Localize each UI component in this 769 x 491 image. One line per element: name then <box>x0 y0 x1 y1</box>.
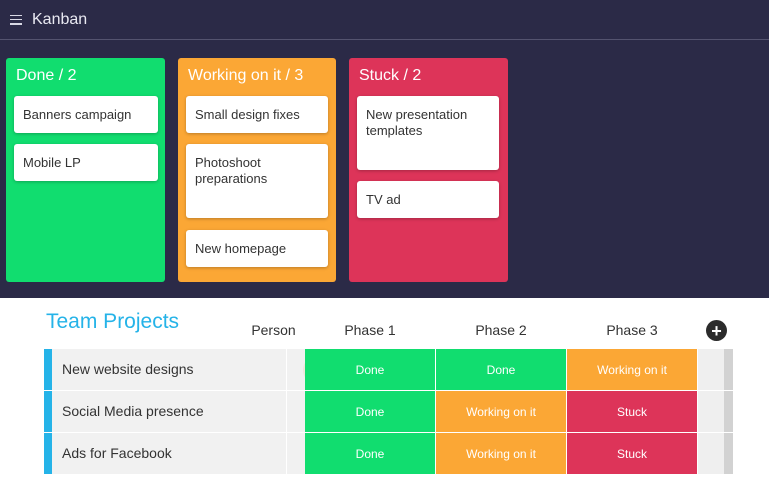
row-name[interactable]: New website designs <box>52 349 286 390</box>
table-row: Ads for Facebook Done Working on it Stuc… <box>44 433 733 474</box>
column-header-person: Person <box>251 322 296 338</box>
kanban-card[interactable]: Banners campaign <box>14 96 158 133</box>
hamburger-menu-icon[interactable] <box>10 14 22 25</box>
row-name[interactable]: Social Media presence <box>52 391 286 432</box>
kanban-card[interactable]: Mobile LP <box>14 144 158 181</box>
table-row: Social Media presence Done Working on it… <box>44 391 733 432</box>
column-header-phase-2: Phase 2 <box>475 322 527 338</box>
row-color-bar <box>44 391 52 432</box>
scrollbar[interactable] <box>724 433 733 474</box>
status-cell-phase-1[interactable]: Done <box>305 433 435 474</box>
add-column-button[interactable]: + <box>706 320 727 341</box>
row-end-cell <box>698 349 724 390</box>
status-cell-phase-2[interactable]: Done <box>436 349 566 390</box>
table-row: New website designs Done Done Working on… <box>44 349 733 390</box>
header: Kanban <box>0 0 769 40</box>
status-cell-phase-3[interactable]: Working on it <box>567 349 697 390</box>
kanban-column-header: Stuck / 2 <box>359 67 422 84</box>
row-name[interactable]: Ads for Facebook <box>52 433 286 474</box>
row-color-bar <box>44 349 52 390</box>
status-cell-phase-1[interactable]: Done <box>305 349 435 390</box>
kanban-area: Kanban Done / 2 Banners campaign Mobile … <box>0 0 769 298</box>
status-cell-phase-2[interactable]: Working on it <box>436 391 566 432</box>
kanban-column-done: Done / 2 Banners campaign Mobile LP <box>6 58 165 282</box>
kanban-column-header: Done / 2 <box>16 67 77 84</box>
row-end-cell <box>698 391 724 432</box>
scrollbar[interactable] <box>724 391 733 432</box>
status-cell-phase-3[interactable]: Stuck <box>567 391 697 432</box>
row-end-cell <box>698 433 724 474</box>
status-cell-phase-1[interactable]: Done <box>305 391 435 432</box>
page-title: Kanban <box>32 10 88 28</box>
board-title: Team Projects <box>46 310 180 333</box>
column-header-phase-1: Phase 1 <box>344 322 396 338</box>
status-cell-phase-2[interactable]: Working on it <box>436 433 566 474</box>
kanban-column-stuck: Stuck / 2 New presentation templates TV … <box>349 58 508 282</box>
scrollbar[interactable] <box>724 349 733 390</box>
kanban-card[interactable]: Small design fixes <box>186 96 328 133</box>
kanban-card[interactable]: New presentation templates <box>357 96 499 170</box>
kanban-card[interactable]: New homepage <box>186 230 328 267</box>
kanban-card[interactable]: Photoshoot preparations <box>186 144 328 218</box>
status-cell-phase-3[interactable]: Stuck <box>567 433 697 474</box>
row-color-bar <box>44 433 52 474</box>
kanban-column-working: Working on it / 3 Small design fixes Pho… <box>178 58 336 282</box>
kanban-card[interactable]: TV ad <box>357 181 499 218</box>
column-header-phase-3: Phase 3 <box>606 322 658 338</box>
kanban-column-header: Working on it / 3 <box>188 67 304 84</box>
